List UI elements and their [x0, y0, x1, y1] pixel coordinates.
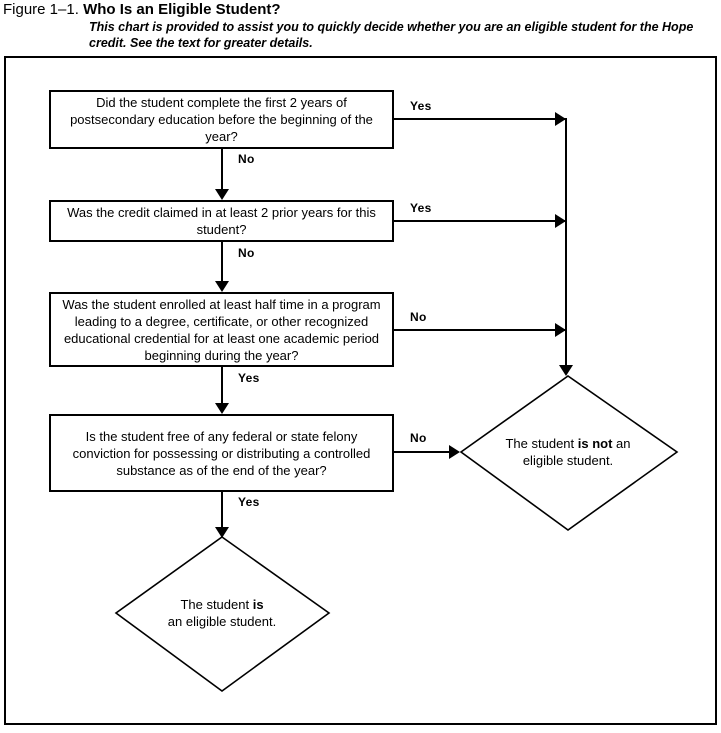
figure-title: Who Is an Eligible Student? — [83, 1, 281, 18]
edge-label-box1-down: No — [238, 152, 255, 166]
arrowhead-box4-to-eligible — [215, 527, 229, 538]
figure-description: This chart is provided to assist you to … — [89, 20, 694, 50]
arrowhead-box4-right — [449, 445, 460, 459]
not-eligible-emphasis: is not — [577, 436, 613, 451]
figure-caption: Figure 1–1. Who Is an Eligible Student? … — [3, 1, 718, 51]
caption-heading-line: Figure 1–1. Who Is an Eligible Student? — [3, 1, 718, 19]
arrowhead-box1-to-box2 — [215, 189, 229, 200]
question-box-2-text: Was the credit claimed in at least 2 pri… — [67, 205, 376, 237]
question-box-4-text: Is the student free of any federal or st… — [72, 428, 371, 478]
arrowhead-trunk-to-not-eligible — [559, 365, 573, 376]
eligible-line-2: an eligible student. — [167, 614, 277, 629]
not-eligible-diamond-shape — [459, 375, 679, 531]
not-eligible-prefix: The student — [505, 436, 578, 451]
connector-box4-to-eligible — [221, 492, 223, 529]
connector-box3-right — [394, 329, 566, 331]
question-box-1-text: Did the student complete the first 2 yea… — [70, 95, 373, 144]
question-box-2: Was the credit claimed in at least 2 pri… — [49, 200, 394, 242]
connector-box1-right — [394, 118, 566, 120]
arrowhead-box2-to-box3 — [215, 281, 229, 292]
connector-box1-to-box2 — [221, 149, 223, 191]
question-box-4: Is the student free of any federal or st… — [49, 414, 394, 492]
question-box-3: Was the student enrolled at least half t… — [49, 292, 394, 367]
connector-box3-to-box4 — [221, 367, 223, 405]
question-box-3-text: Was the student enrolled at least half t… — [62, 296, 381, 363]
arrowhead-box3-right — [555, 323, 566, 337]
figure-number: Figure 1–1. — [3, 1, 79, 18]
edge-label-box1-right: Yes — [410, 99, 432, 113]
eligible-prefix: The student — [180, 597, 253, 612]
question-box-1: Did the student complete the first 2 yea… — [49, 90, 394, 149]
eligible-emphasis: is — [252, 597, 264, 612]
edge-label-box3-down: Yes — [238, 371, 260, 385]
arrowhead-box1-right — [555, 112, 566, 126]
edge-label-box3-right: No — [410, 310, 427, 324]
connector-box4-right — [394, 451, 456, 453]
edge-label-box2-right: Yes — [410, 201, 432, 215]
eligible-line-1: The student is — [122, 596, 322, 613]
edge-label-box4-right: No — [410, 431, 427, 445]
connector-box2-right — [394, 220, 566, 222]
eligible-diamond-shape — [114, 536, 331, 692]
connector-box2-to-box3 — [221, 242, 223, 283]
arrowhead-box3-to-box4 — [215, 403, 229, 414]
not-eligible-suffix: an — [612, 436, 631, 451]
arrowhead-box2-right — [555, 214, 566, 228]
not-eligible-diamond-label: The student is not an eligible student. — [468, 435, 668, 469]
not-eligible-line-1: The student is not an — [468, 435, 668, 452]
connector-trunk-vertical — [565, 118, 567, 366]
eligible-diamond-label: The student is an eligible student. — [122, 596, 322, 630]
edge-label-box2-down: No — [238, 246, 255, 260]
not-eligible-line-2: eligible student. — [522, 453, 614, 468]
edge-label-box4-down: Yes — [238, 495, 260, 509]
